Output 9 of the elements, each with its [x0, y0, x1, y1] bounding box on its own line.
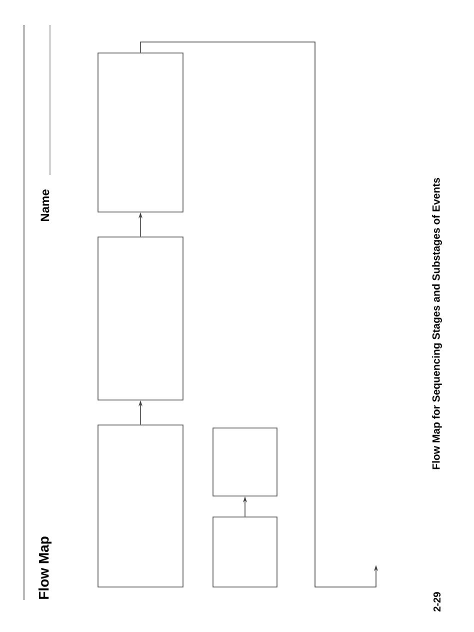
page-number: 2-29: [433, 592, 441, 612]
empty-box: [98, 52, 184, 212]
title: Flow Map: [38, 536, 52, 599]
caption: Flow Map for Sequencing Stages and Substages of Events: [432, 178, 442, 470]
name-label: Name: [40, 190, 50, 221]
empty-box: [98, 424, 184, 588]
empty-box: [98, 236, 184, 400]
empty-box: [212, 516, 278, 588]
empty-box: [212, 428, 278, 496]
